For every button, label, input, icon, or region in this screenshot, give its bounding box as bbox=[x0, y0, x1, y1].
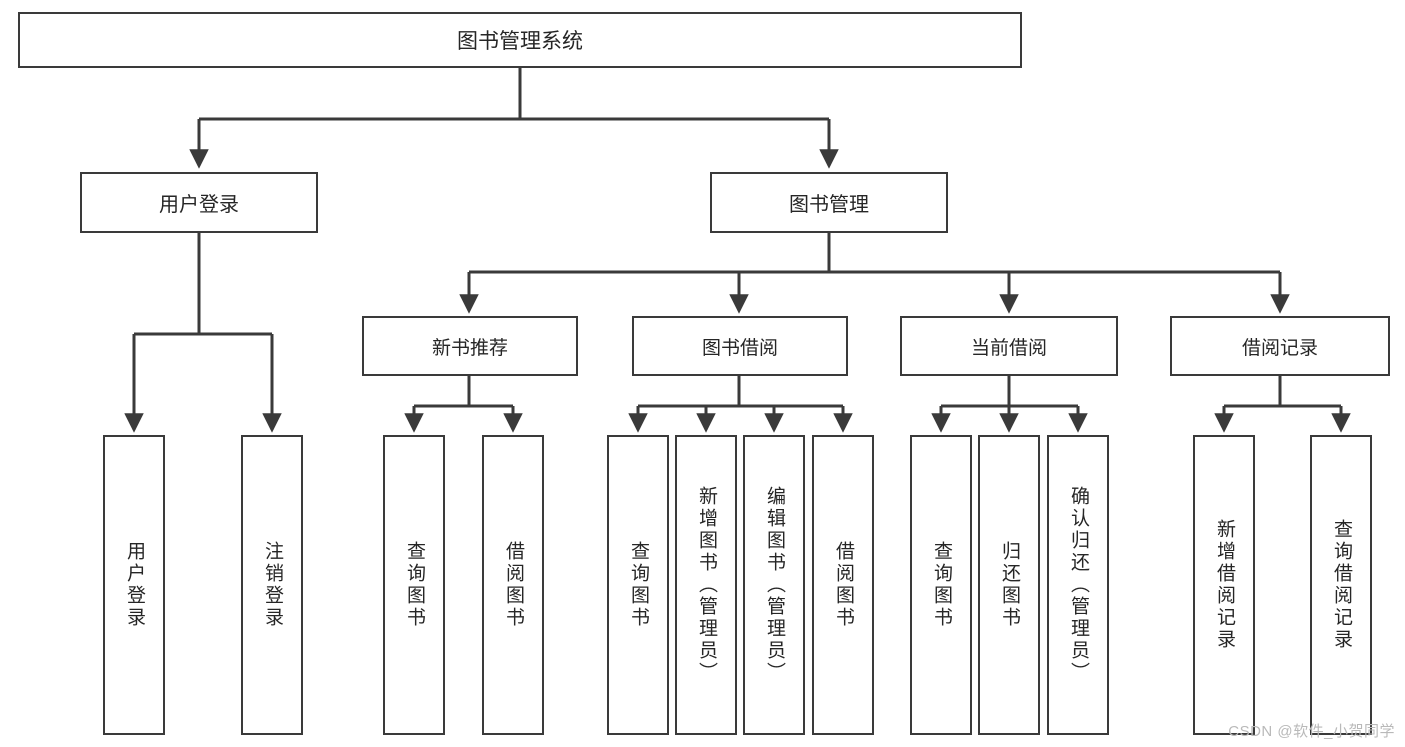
leaf-logout[interactable]: 注销登录 bbox=[241, 435, 303, 735]
leaf-return-book[interactable]: 归还图书 bbox=[978, 435, 1040, 735]
node-borrow-record[interactable]: 借阅记录 bbox=[1170, 316, 1390, 376]
leaf-confirm-return-admin[interactable]: 确认归还（管理员） bbox=[1047, 435, 1109, 735]
node-user-login-label: 用户登录 bbox=[159, 194, 239, 216]
leaf-borrow-book-1-label: 借阅图书 bbox=[502, 541, 524, 629]
node-root-label: 图书管理系统 bbox=[457, 30, 583, 53]
leaf-query-borrow-record-label: 查询借阅记录 bbox=[1330, 519, 1352, 651]
leaf-confirm-return-admin-label: 确认归还（管理员） bbox=[1067, 486, 1089, 684]
leaf-edit-book-admin-label: 编辑图书（管理员） bbox=[763, 486, 785, 684]
leaf-query-book-3-label: 查询图书 bbox=[930, 541, 952, 629]
leaf-borrow-book-2[interactable]: 借阅图书 bbox=[812, 435, 874, 735]
leaf-query-borrow-record[interactable]: 查询借阅记录 bbox=[1310, 435, 1372, 735]
node-borrow-record-label: 借阅记录 bbox=[1241, 337, 1318, 359]
node-new-book-recommend[interactable]: 新书推荐 bbox=[362, 316, 578, 376]
leaf-add-book-admin[interactable]: 新增图书（管理员） bbox=[675, 435, 737, 735]
leaf-borrow-book-2-label: 借阅图书 bbox=[832, 541, 854, 629]
node-book-manage-label: 图书管理 bbox=[789, 194, 869, 216]
leaf-query-book-3[interactable]: 查询图书 bbox=[910, 435, 972, 735]
leaf-query-book-1[interactable]: 查询图书 bbox=[383, 435, 445, 735]
leaf-return-book-label: 归还图书 bbox=[998, 541, 1020, 629]
node-new-book-recommend-label: 新书推荐 bbox=[431, 337, 508, 359]
node-current-borrow-label: 当前借阅 bbox=[970, 337, 1047, 359]
node-user-login[interactable]: 用户登录 bbox=[80, 172, 318, 233]
node-book-borrow[interactable]: 图书借阅 bbox=[632, 316, 848, 376]
node-book-manage[interactable]: 图书管理 bbox=[710, 172, 948, 233]
leaf-borrow-book-1[interactable]: 借阅图书 bbox=[482, 435, 544, 735]
leaf-add-borrow-record[interactable]: 新增借阅记录 bbox=[1193, 435, 1255, 735]
leaf-edit-book-admin[interactable]: 编辑图书（管理员） bbox=[743, 435, 805, 735]
leaf-user-login-label: 用户登录 bbox=[123, 541, 145, 629]
leaf-add-book-admin-label: 新增图书（管理员） bbox=[695, 486, 717, 684]
node-book-borrow-label: 图书借阅 bbox=[701, 337, 778, 359]
leaf-user-login[interactable]: 用户登录 bbox=[103, 435, 165, 735]
leaf-query-book-1-label: 查询图书 bbox=[403, 541, 425, 629]
leaf-logout-label: 注销登录 bbox=[261, 541, 283, 629]
node-current-borrow[interactable]: 当前借阅 bbox=[900, 316, 1118, 376]
leaf-query-book-2[interactable]: 查询图书 bbox=[607, 435, 669, 735]
watermark: CSDN @软件_小贺同学 bbox=[1228, 723, 1395, 740]
leaf-add-borrow-record-label: 新增借阅记录 bbox=[1213, 519, 1235, 651]
leaf-query-book-2-label: 查询图书 bbox=[627, 541, 649, 629]
node-root[interactable]: 图书管理系统 bbox=[18, 12, 1022, 68]
